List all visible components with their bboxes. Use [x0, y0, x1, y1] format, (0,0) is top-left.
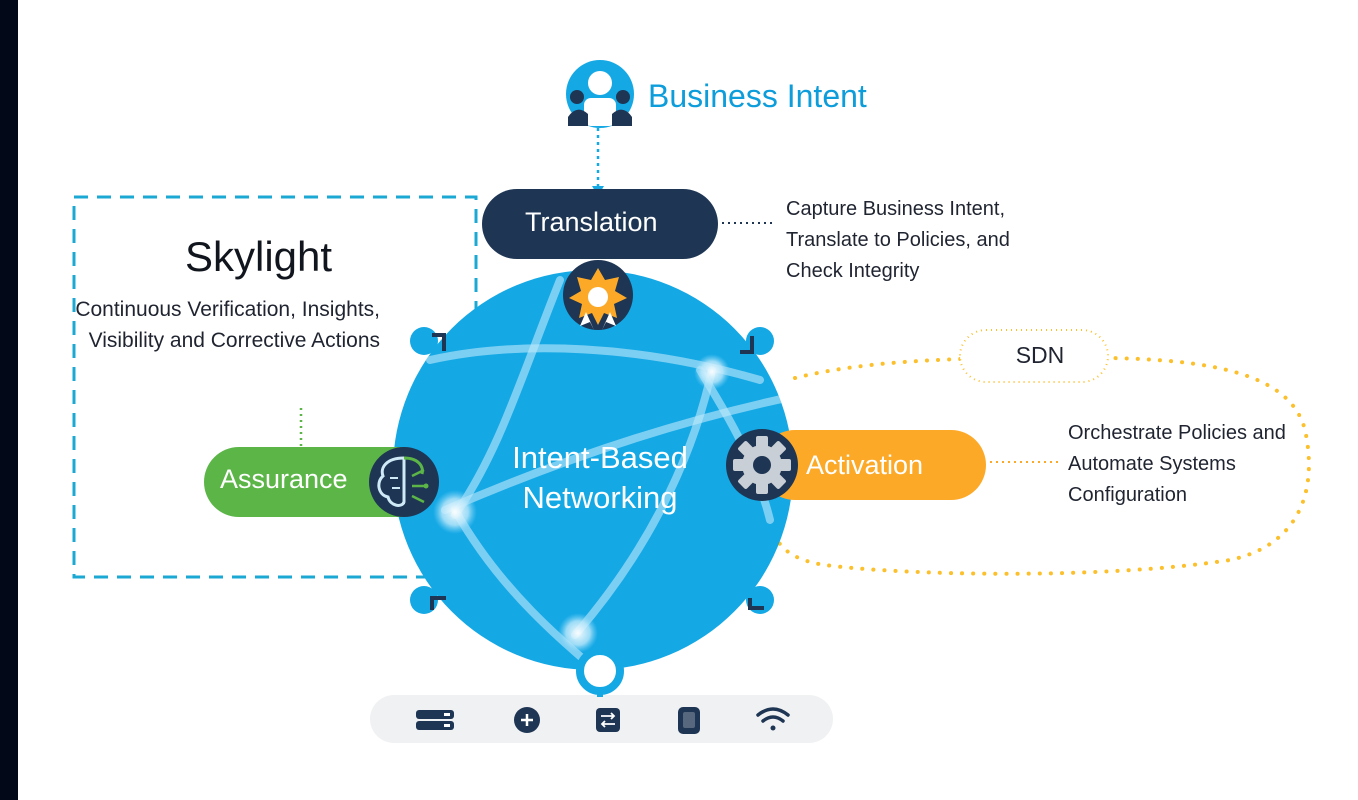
business-intent-label: Business Intent [648, 78, 867, 114]
badge-icon [563, 260, 633, 330]
sdn-pill [959, 329, 1109, 383]
skylight-description: Continuous Verification, Insights, Visib… [75, 298, 380, 352]
sdn-label: SDN [1015, 342, 1065, 368]
server-icon [416, 710, 454, 730]
gear-icon [726, 429, 798, 501]
translation-pill [482, 189, 718, 259]
translation-label: Translation [525, 207, 658, 237]
skylight-title: Skylight [185, 233, 333, 280]
wifi-icon [756, 707, 790, 731]
activation-pill [760, 430, 986, 500]
assurance-label: Assurance [220, 464, 348, 494]
switch-icon [596, 708, 620, 732]
globe [393, 270, 793, 670]
device-icon [678, 707, 700, 734]
activation-description: Orchestrate Policies and Automate System… [1068, 422, 1286, 506]
users-icon [566, 60, 634, 128]
activation-label: Activation [806, 450, 924, 480]
intent-based-networking-label: Intent-Based Networking [512, 440, 688, 515]
translation-description: Capture Business Intent, Translate to Po… [786, 198, 1010, 282]
router-icon [514, 707, 540, 733]
brain-icon [369, 447, 439, 517]
